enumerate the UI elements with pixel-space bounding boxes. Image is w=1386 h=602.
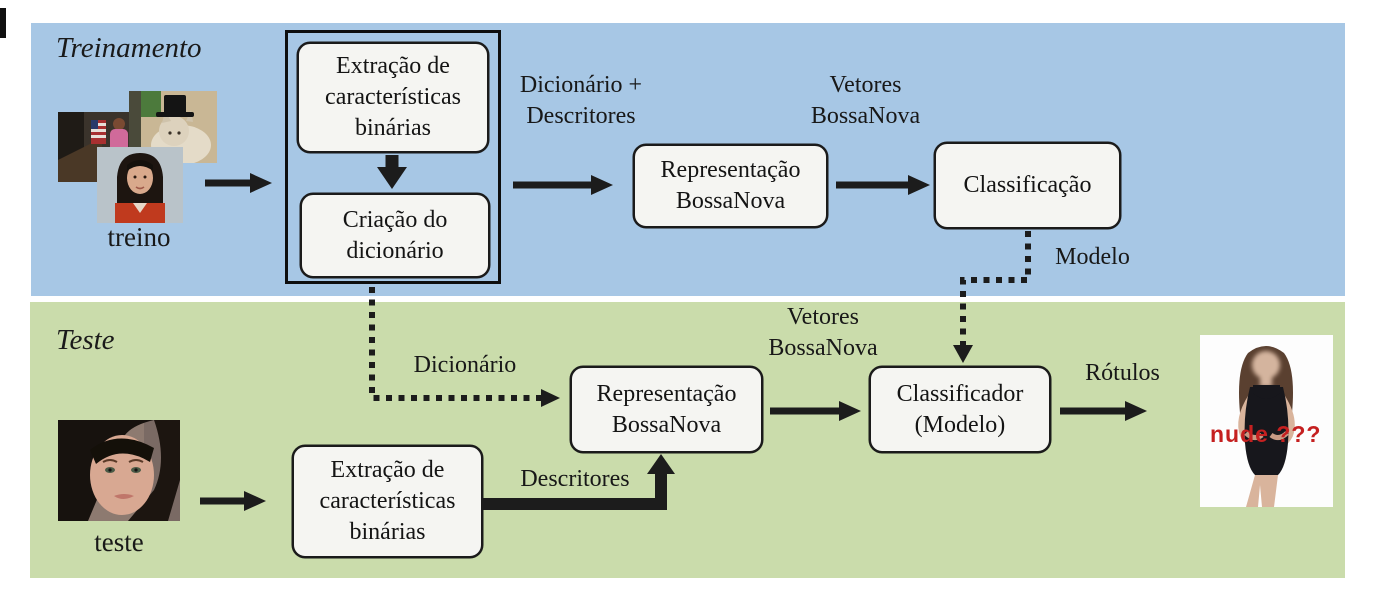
output-overlay-text: nude ??? [1210,421,1322,447]
dictionary-learning-group-box [285,30,501,284]
label-bossanova-vectors-training: Vetores BossaNova [810,72,921,130]
box-bossanova-representation-training: Representação BossaNova [633,144,828,228]
label-dictionary-test: Dicionário [413,352,517,378]
test-input-caption: teste [94,527,144,557]
box-feature-extraction-test: Extração de características binárias [292,445,483,558]
box-classification: Classificação [934,142,1121,229]
test-face-graphic [58,420,180,521]
test-title: Teste [56,324,115,356]
training-input-caption: treino [107,222,171,252]
classified-output-image: nude ??? [1200,335,1333,507]
label-descriptors-test: Descritores [520,466,630,492]
label-labels-output: Rótulos [1085,360,1160,386]
box-bossanova-representation-test: Representação BossaNova [570,366,763,453]
training-thumbnail-woman [97,147,183,223]
test-input-image [58,420,180,521]
blurred-face [1252,351,1280,387]
box-feature-extraction-training: Extração de características binárias [297,42,489,153]
training-title: Treinamento [56,32,202,64]
label-model: Modelo [1055,244,1130,270]
training-thumbnails [58,86,218,226]
label-bossanova-vectors-test: Vetores BossaNova [768,304,878,362]
flag-graphic [91,120,106,144]
output-figure-graphic [1200,335,1333,507]
label-dictionary-descriptors: Dicionário + Descritores [519,72,643,130]
scan-edge-artifact [0,8,6,38]
box-dictionary-creation: Criação do dicionário [300,193,490,278]
top-hat-graphic [156,95,194,117]
box-classifier-model: Classificador (Modelo) [869,366,1051,453]
woman-photo-graphic [97,147,183,223]
